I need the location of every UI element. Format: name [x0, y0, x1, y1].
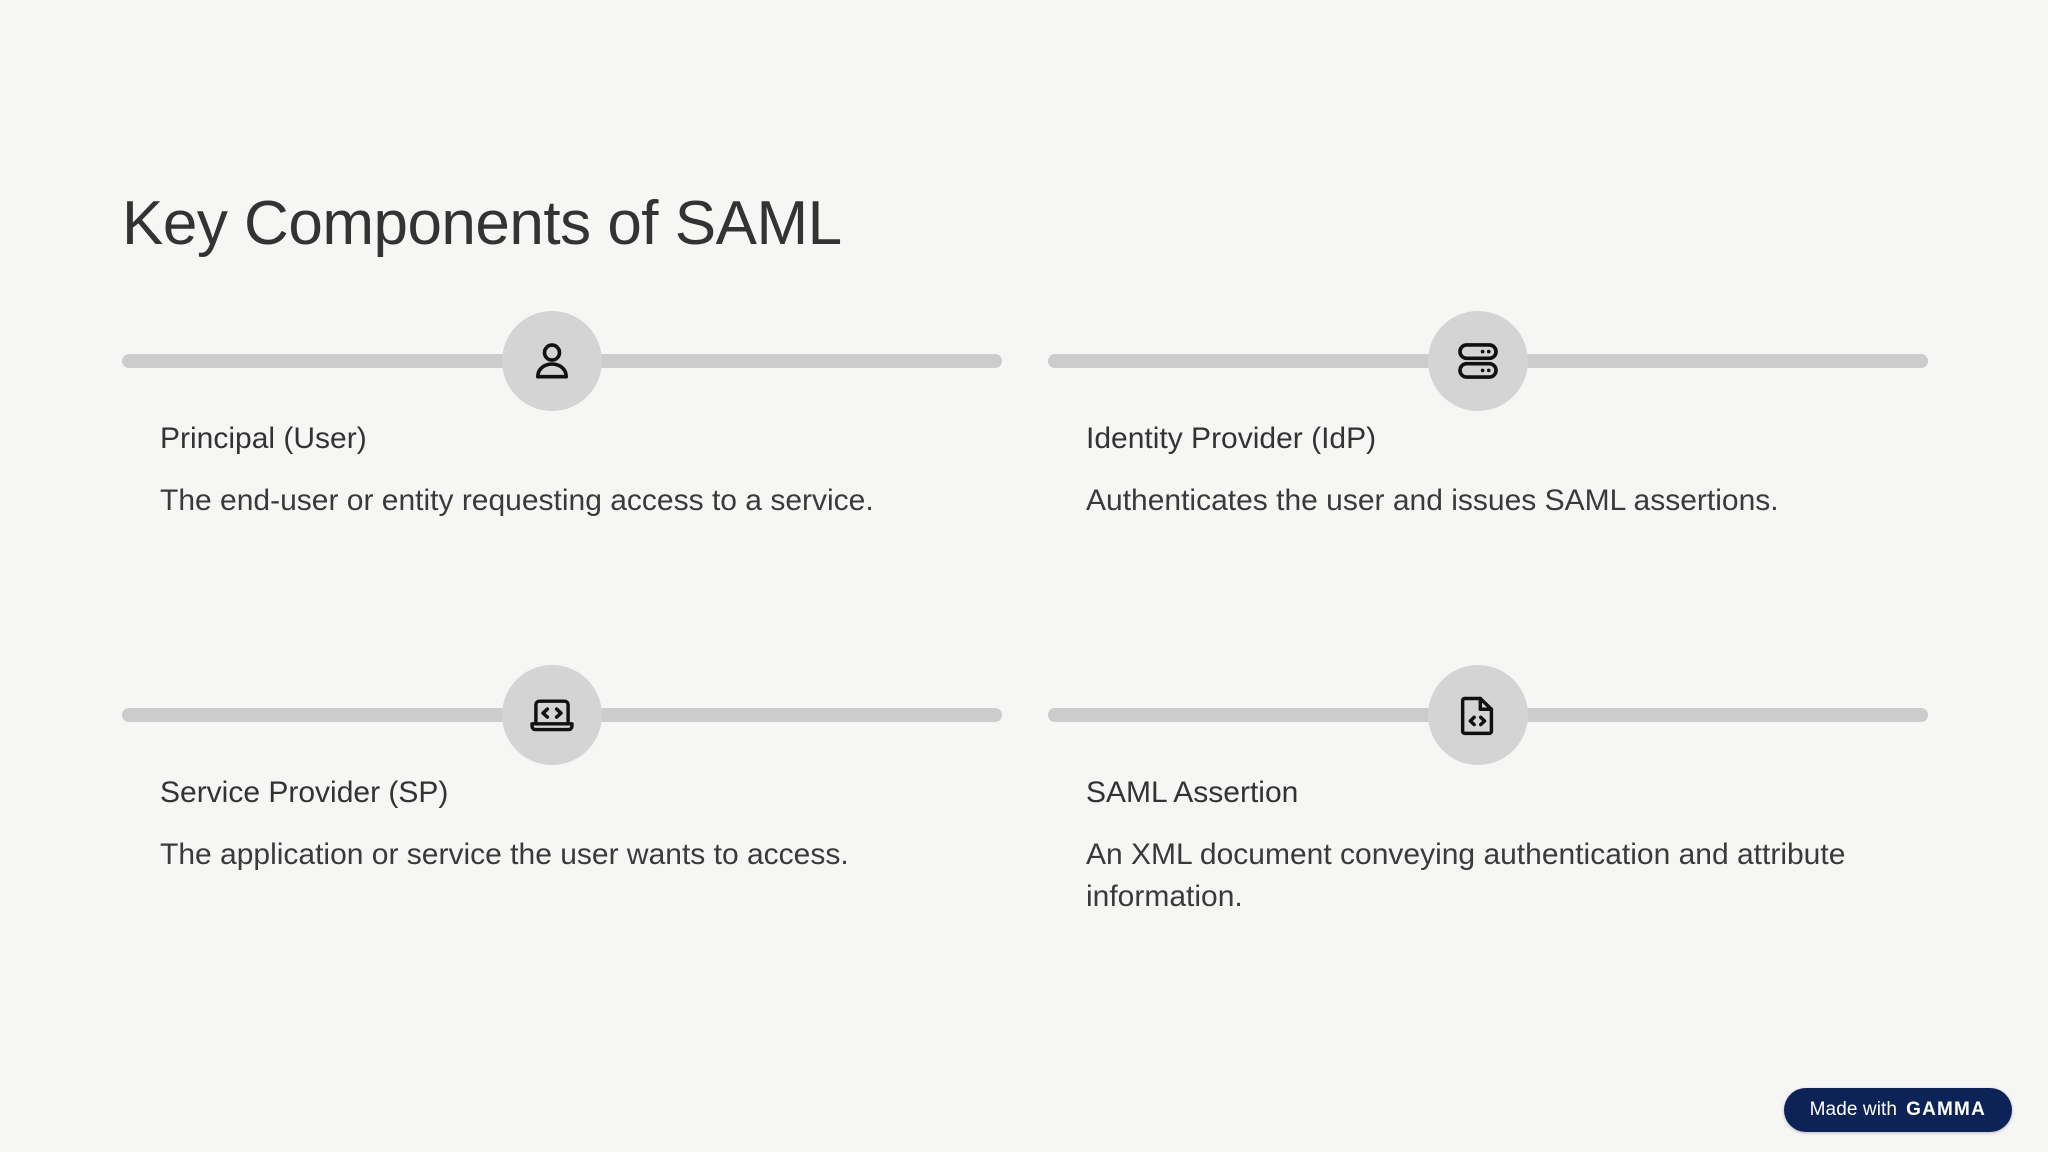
- connector-bar-wrap: [122, 654, 1002, 774]
- page-title: Key Components of SAML: [122, 188, 842, 258]
- server-icon: [1455, 338, 1501, 384]
- component-card-service-provider: Service Provider (SP) The application or…: [122, 654, 1002, 919]
- connector-bar-wrap: [1048, 654, 1928, 774]
- gamma-wordmark: GAMMA: [1906, 1099, 1986, 1120]
- icon-bubble: [502, 311, 602, 411]
- made-with-gamma-badge[interactable]: Made with GAMMA: [1783, 1088, 2012, 1132]
- component-title: Identity Provider (IdP): [1086, 422, 1377, 455]
- component-description: An XML document conveying authentication…: [1086, 837, 1846, 914]
- component-title: Principal (User): [160, 422, 367, 455]
- component-description: Authenticates the user and issues SAML a…: [1086, 483, 1779, 517]
- component-card-identity-provider: Identity Provider (IdP) Authenticates th…: [1048, 300, 1928, 522]
- component-card-saml-assertion: SAML Assertion An XML document conveying…: [1048, 654, 1928, 919]
- component-title: Service Provider (SP): [160, 776, 449, 810]
- file-code-icon: [1455, 692, 1501, 738]
- component-description: The application or service the user want…: [160, 837, 849, 871]
- icon-bubble: [1428, 311, 1528, 411]
- laptop-code-icon: [529, 692, 575, 738]
- connector-bar-wrap: [1048, 300, 1928, 420]
- user-icon: [529, 338, 575, 384]
- icon-bubble: [1428, 665, 1528, 766]
- badge-prefix-label: Made with: [1809, 1099, 1898, 1120]
- components-grid: Principal (User) The end-user or entity …: [122, 300, 1928, 919]
- component-card-principal: Principal (User) The end-user or entity …: [122, 300, 1002, 522]
- component-title: SAML Assertion: [1086, 776, 1299, 810]
- icon-bubble: [502, 665, 602, 766]
- connector-bar-wrap: [122, 300, 1002, 420]
- component-description: The end-user or entity requesting access…: [160, 483, 874, 517]
